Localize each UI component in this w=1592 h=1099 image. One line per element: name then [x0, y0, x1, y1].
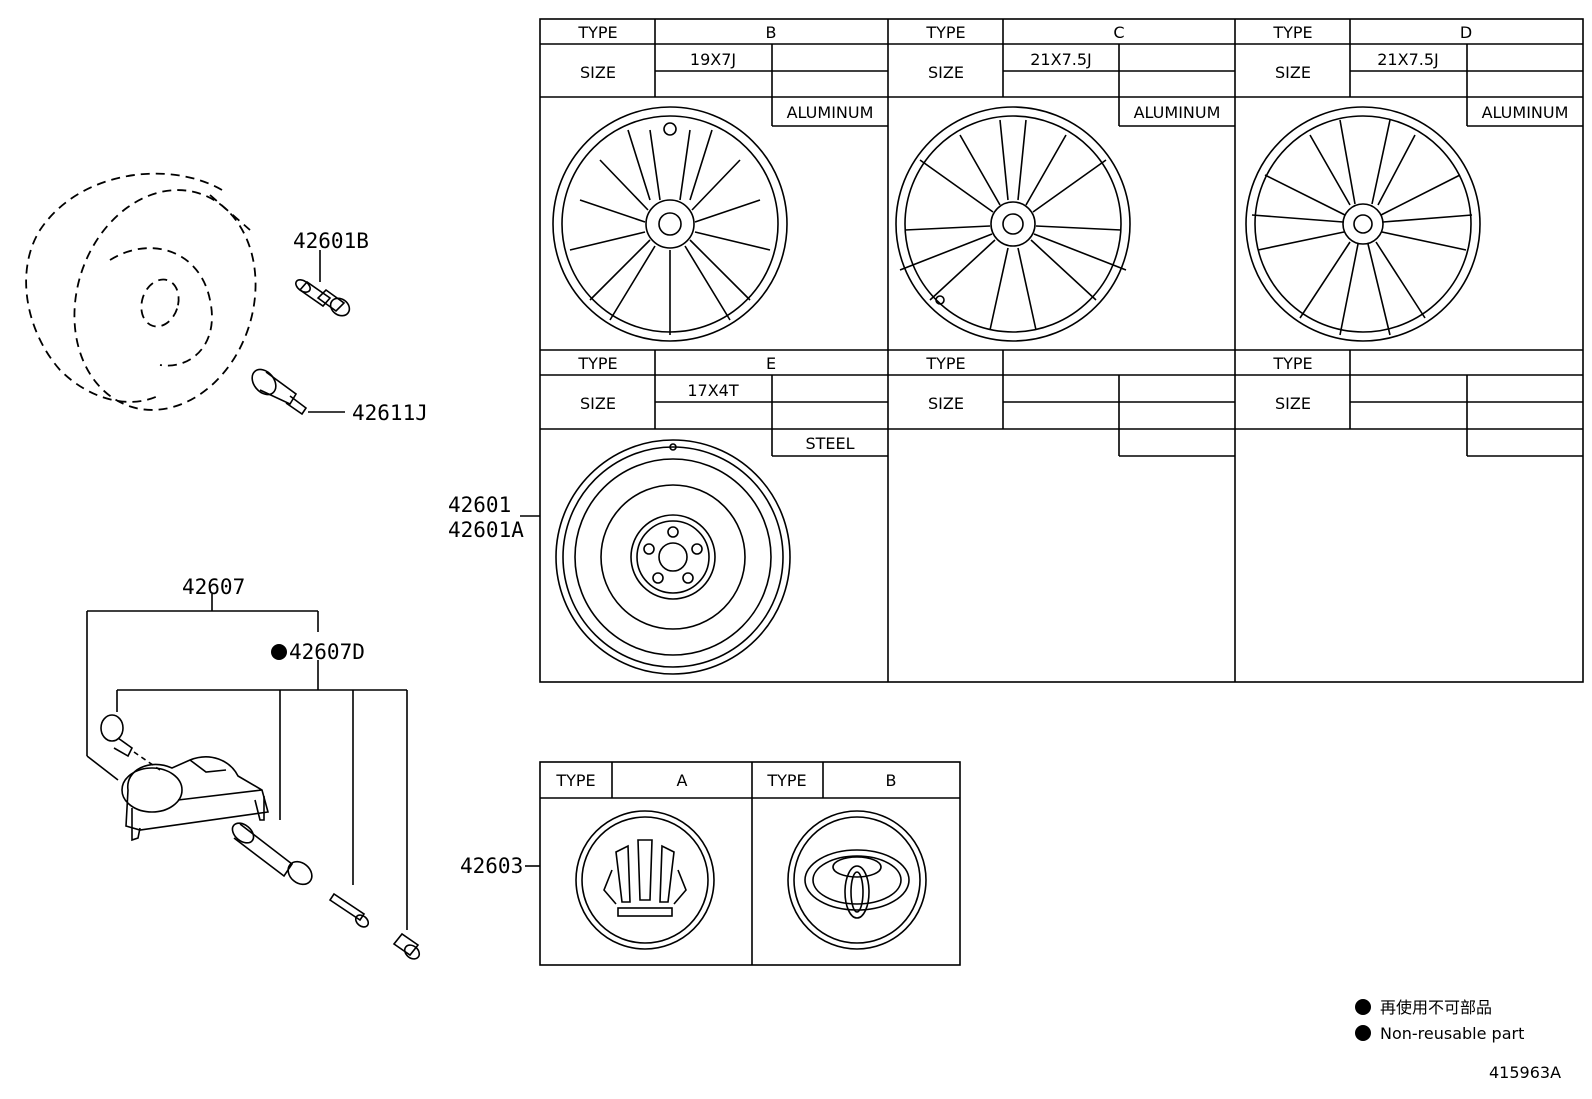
wheel-size-value: 21X7.5J [1030, 50, 1091, 69]
type-label: TYPE [555, 771, 595, 790]
ornament-type-table [539, 761, 961, 966]
wheel-size-value: 19X7J [690, 50, 736, 69]
figure-id: 415963A [1489, 1063, 1561, 1082]
wheel-type-value: D [1460, 23, 1472, 42]
non-reusable-marker-icon [1355, 1025, 1371, 1041]
type-label: TYPE [577, 354, 617, 373]
non-reusable-marker-icon [1355, 999, 1371, 1015]
part-number-42603: 42603 [460, 854, 523, 878]
wheel-material-value: STEEL [805, 434, 854, 453]
size-label: SIZE [1275, 63, 1311, 82]
part-number-42607: 42607 [182, 575, 245, 599]
size-label: SIZE [1275, 394, 1311, 413]
type-label: TYPE [577, 23, 617, 42]
wheel-type-value: C [1113, 23, 1124, 42]
size-label: SIZE [580, 394, 616, 413]
wheel-e-icon [555, 439, 791, 675]
size-label: SIZE [580, 63, 616, 82]
type-label: TYPE [925, 354, 965, 373]
part-number-42607d: 42607D [289, 640, 365, 664]
ornament-type-value: B [886, 771, 897, 790]
wheel-d-icon [1245, 106, 1481, 342]
legend-japanese: 再使用不可部品 [1380, 998, 1492, 1017]
legend-english: Non-reusable part [1380, 1024, 1524, 1043]
wheel-type-value: E [766, 354, 776, 373]
type-label: TYPE [1272, 354, 1312, 373]
wheel-type-value: B [766, 23, 777, 42]
valve-stem-icon [251, 368, 345, 416]
wheel-size-value: 17X4T [687, 381, 739, 400]
tpms-sensor-icon [86, 594, 421, 960]
part-number-42601a: 42601A [448, 518, 524, 542]
wheel-material-value: ALUMINUM [1134, 103, 1221, 122]
part-number-42601b: 42601B [293, 229, 369, 253]
toyota-emblem-icon [787, 810, 927, 950]
part-number-42601: 42601 [448, 493, 511, 517]
tire-illustration [25, 172, 257, 411]
non-reusable-marker-icon [271, 644, 287, 660]
wheel-material-value: ALUMINUM [1482, 103, 1569, 122]
wheel-type-table [539, 18, 1584, 683]
wheel-size-value: 21X7.5J [1377, 50, 1438, 69]
type-label: TYPE [925, 23, 965, 42]
size-label: SIZE [928, 394, 964, 413]
wheel-material-value: ALUMINUM [787, 103, 874, 122]
type-label: TYPE [766, 771, 806, 790]
wheel-b-icon [552, 106, 788, 342]
size-label: SIZE [928, 63, 964, 82]
ornament-type-value: A [677, 771, 688, 790]
type-label: TYPE [1272, 23, 1312, 42]
lug-nut-icon [295, 250, 351, 317]
part-number-42611j: 42611J [352, 401, 428, 425]
wheel-c-icon [895, 106, 1131, 342]
crown-emblem-icon [575, 810, 715, 950]
